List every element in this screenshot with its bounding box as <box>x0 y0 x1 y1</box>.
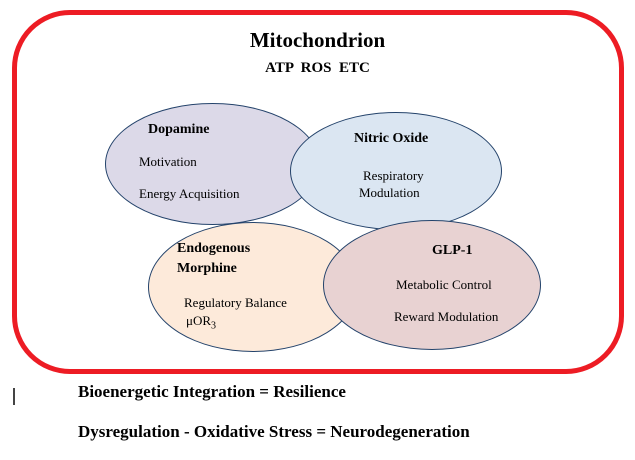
footer-neurodegeneration-statement: Dysregulation - Oxidative Stress = Neuro… <box>78 422 470 441</box>
footer-resilience-statement: Bioenergetic Integration = Resilience <box>78 382 346 401</box>
diagram-subtitle: ATP ROS ETC <box>265 60 370 76</box>
glp1-title: GLP-1 <box>432 243 473 258</box>
dopamine-title: Dopamine <box>148 122 210 137</box>
dopamine-line-motivation: Motivation <box>139 154 197 169</box>
glp1-line-reward-modulation: Reward Modulation <box>394 309 499 324</box>
nitric-oxide-title: Nitric Oxide <box>354 131 429 146</box>
nitric-oxide-line-modulation: Modulation <box>359 185 420 200</box>
endogenous-morphine-line-regulatory-balance: Regulatory Balance <box>184 295 287 310</box>
diagram-title: Mitochondrion <box>249 28 386 52</box>
endogenous-morphine-ellipse: Endogenous Morphine Regulatory Balance μ… <box>148 222 358 352</box>
dopamine-line-energy-acquisition: Energy Acquisition <box>139 186 240 201</box>
nitric-oxide-ellipse: Nitric Oxide Respiratory Modulation <box>290 112 502 230</box>
endogenous-morphine-title-line1: Endogenous <box>177 241 251 256</box>
mu-or-subscript: 3 <box>211 320 217 332</box>
nitric-oxide-line-respiratory: Respiratory <box>363 168 424 183</box>
endogenous-morphine-line-mu-or3: μOR3 <box>186 313 216 332</box>
endogenous-morphine-title-line2: Morphine <box>177 261 237 276</box>
mu-or-label: μOR <box>186 313 212 328</box>
dopamine-ellipse: Dopamine Motivation Energy Acquisition <box>105 103 320 225</box>
left-margin-tick <box>13 388 15 405</box>
glp1-ellipse: GLP-1 Metabolic Control Reward Modulatio… <box>323 220 541 350</box>
glp1-line-metabolic-control: Metabolic Control <box>396 277 492 292</box>
